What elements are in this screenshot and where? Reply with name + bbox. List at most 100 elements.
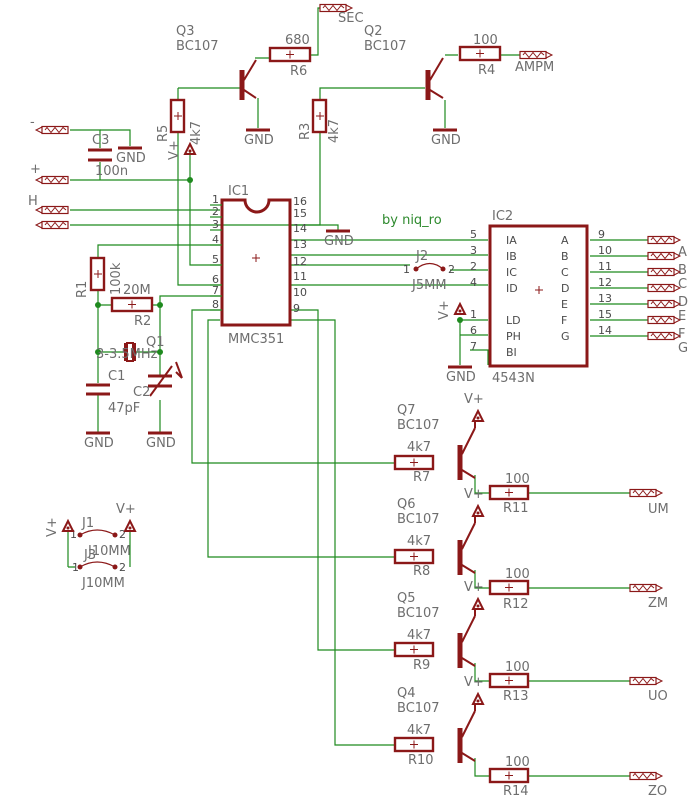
resistor-r1: R1 100k [75,256,124,298]
transistor-q7: Q7 BC107 [397,403,476,480]
output-label-a: A [678,245,687,260]
um-label: UM [648,502,669,517]
r10-value: 4k7 [407,723,431,738]
connector-zm [629,583,664,593]
vplus-symbol: V+ [437,300,467,320]
ic1-pin-16: 16 [293,195,307,208]
r13-name: R13 [503,689,529,704]
ic2-pin-15: 15 [598,308,612,321]
resistor-r10: R10 4k7 [393,723,435,768]
ic2-label-BI: BI [506,346,517,359]
capacitor-c2: C2 [133,361,183,400]
resistor-r5: R5 4k7 [156,98,204,145]
svg-text:V+: V+ [45,517,60,537]
svg-text:V+: V+ [464,580,484,595]
r2-name: R2 [134,314,151,329]
ic2-label-ID: ID [506,282,518,295]
r11-name: R11 [503,501,529,516]
ic2-label-A: A [561,234,569,247]
ic2-label-F: F [561,314,567,327]
ic2-pin-10: 10 [598,244,612,257]
svg-text:GND: GND [446,370,476,385]
q2-name: Q2 [364,24,383,39]
ic1-name: IC1 [228,184,249,199]
r3-value: 4k7 [327,119,342,143]
r5-value: 4k7 [189,121,204,145]
ic2-pin-14: 14 [598,324,612,337]
svg-text:2: 2 [119,561,126,574]
r8-value: 4k7 [407,534,431,549]
j3-name: J3 [83,548,96,563]
c3-value: 100n [95,164,128,179]
connector-uo [629,676,664,686]
ic2-label-C: C [561,266,569,279]
transistor-q2: Q2 BC107 [364,24,444,100]
c1-name: C1 [108,369,125,384]
q5-name: Q5 [397,591,416,606]
ic2-label-IB: IB [506,250,517,263]
gnd-symbol: GND [146,431,176,451]
capacitor-c1: C1 47pF [86,369,140,416]
r11-value: 100 [505,472,530,487]
r1-name: R1 [75,281,90,298]
ic2-label-IA: IA [506,234,517,247]
output-label-f: F [678,327,685,342]
svg-text:V+: V+ [464,392,484,407]
q7-name: Q7 [397,403,416,418]
j3-value: J10MM [81,576,125,591]
r9-value: 4k7 [407,628,431,643]
q3-name: Q3 [176,24,195,39]
ic1-pin-1: 1 [212,193,219,206]
vplus-symbol: V+ [464,675,485,705]
c2-name: C2 [133,385,150,400]
resistor-r3: R3 4k7 [298,98,342,143]
ic2-pin-5: 5 [470,228,477,241]
svg-text:GND: GND [84,436,114,451]
credit-text: by niq_ro [382,213,442,228]
resistor-r2: R2 20M [110,283,154,329]
ic1-pin-2: 2 [212,205,219,218]
resistor-r14: R14 100 [488,755,530,799]
ic1-pin-8: 8 [212,298,219,311]
ic1-pin-6: 6 [212,273,219,286]
svg-text:V+: V+ [464,675,484,690]
ic1-pin-7: 7 [212,284,219,297]
connector-d [647,283,682,293]
ic2-pin-1: 1 [470,308,477,321]
svg-text:V+: V+ [464,487,484,502]
jumper-j3: J3 J10MM 1 2 [72,548,126,591]
j1-value: J10MM [87,544,131,559]
svg-text:V+: V+ [167,140,182,160]
r12-value: 100 [505,567,530,582]
q3-value: BC107 [176,39,219,54]
ic2-pin-7: 7 [470,340,477,353]
j2-name: J2 [415,249,428,264]
connector-c [647,267,682,277]
r8-name: R8 [413,564,430,579]
r6-value: 680 [285,33,310,48]
h-label: H [28,194,38,209]
q5-value: BC107 [397,606,440,621]
vplus-symbol: V+ [116,502,137,532]
q6-name: Q6 [397,497,416,512]
connector-f [647,315,682,325]
svg-text:GND: GND [431,133,461,148]
vplus-symbol: V+ [464,487,485,517]
ic1-pin-12: 12 [293,255,307,268]
ic1-pin-3: 3 [212,218,219,231]
connector-um [629,488,664,498]
ic2-label-E: E [561,298,568,311]
svg-text:GND: GND [324,234,354,249]
wires [67,7,648,777]
r13-value: 100 [505,660,530,675]
capacitor-c3: C3 100n [88,133,128,179]
ic2-label-IC: IC [506,266,517,279]
svg-text:2: 2 [119,528,126,541]
ic1-pin-10: 10 [293,286,307,299]
ic2-pin-13: 13 [598,292,612,305]
ic2-label-LD: LD [506,314,521,327]
zm-label: ZM [648,596,668,611]
uo-label: UO [648,689,668,704]
ic2-pin-6: 6 [470,324,477,337]
